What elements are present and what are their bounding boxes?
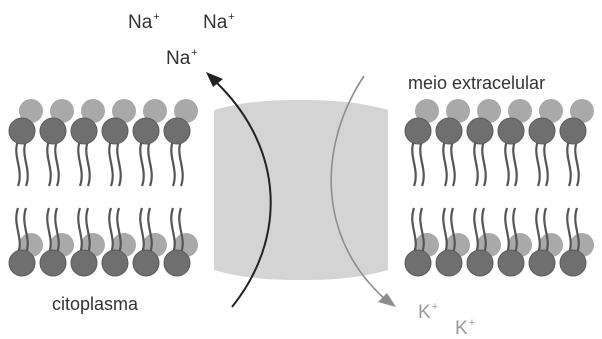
right-tail-top-3-1 — [513, 141, 516, 186]
right-head-top-2 — [467, 118, 493, 144]
left-tail-top-0-0 — [16, 141, 19, 186]
left-head-bottom-4 — [133, 250, 159, 276]
right-head-top-5 — [560, 118, 586, 144]
left-tail-bottom-4-0 — [140, 208, 143, 253]
right-head-top-4 — [529, 118, 555, 144]
potassium-ion-2: K+ — [455, 318, 475, 338]
left-tail-bottom-2-0 — [78, 208, 81, 253]
left-head-top-2 — [71, 118, 97, 144]
right-tail-top-4-0 — [536, 141, 539, 186]
right-head-bottom-4 — [529, 250, 555, 276]
right-tail-bottom-4-0 — [536, 208, 539, 253]
extracellular-label: meio extracelular — [408, 74, 545, 92]
right-tail-top-0-0 — [412, 141, 415, 186]
right-head-top-3 — [498, 118, 524, 144]
right-head-bottom-5 — [560, 250, 586, 276]
lipid-bilayer-right — [405, 99, 594, 276]
lipid-bilayer-left — [9, 99, 198, 276]
left-head-bottom-2 — [71, 250, 97, 276]
sodium-ion-1: Na+ — [128, 12, 160, 32]
right-tail-top-5-1 — [575, 141, 578, 186]
sodium-ion-3: Na+ — [166, 48, 198, 68]
right-tail-bottom-2-0 — [474, 208, 477, 253]
left-head-top-4 — [133, 118, 159, 144]
right-tail-top-1-0 — [443, 141, 446, 186]
sodium-ion-2: Na+ — [203, 12, 235, 32]
left-head-bottom-0 — [9, 250, 35, 276]
right-tail-top-0-1 — [420, 141, 423, 186]
transport-protein — [214, 100, 388, 280]
left-tail-bottom-1-0 — [47, 208, 50, 253]
left-head-bottom-3 — [102, 250, 128, 276]
right-head-bottom-1 — [436, 250, 462, 276]
right-head-top-0 — [405, 118, 431, 144]
right-tail-top-3-0 — [505, 141, 508, 186]
right-tail-top-4-1 — [544, 141, 547, 186]
left-tail-top-2-1 — [86, 141, 89, 186]
potassium-ion-1: K+ — [418, 302, 438, 322]
cytoplasm-label: citoplasma — [52, 295, 138, 313]
left-tail-bottom-0-0 — [16, 208, 19, 253]
right-tail-bottom-1-0 — [443, 208, 446, 253]
left-tail-top-4-1 — [148, 141, 151, 186]
left-tail-top-5-1 — [179, 141, 182, 186]
sodium-efflux-arrowhead — [206, 72, 223, 87]
left-tail-bottom-3-0 — [109, 208, 112, 253]
left-head-top-0 — [9, 118, 35, 144]
right-head-bottom-2 — [467, 250, 493, 276]
left-tail-top-4-0 — [140, 141, 143, 186]
right-head-bottom-3 — [498, 250, 524, 276]
left-tail-top-0-1 — [24, 141, 27, 186]
left-tail-top-3-1 — [117, 141, 120, 186]
left-tail-bottom-5-0 — [171, 208, 174, 253]
right-tail-bottom-0-0 — [412, 208, 415, 253]
left-tail-top-2-0 — [78, 141, 81, 186]
left-head-top-5 — [164, 118, 190, 144]
left-tail-top-5-0 — [171, 141, 174, 186]
right-tail-top-2-0 — [474, 141, 477, 186]
right-head-bottom-0 — [405, 250, 431, 276]
right-tail-bottom-5-0 — [567, 208, 570, 253]
right-tail-top-1-1 — [451, 141, 454, 186]
right-tail-bottom-3-0 — [505, 208, 508, 253]
left-tail-top-3-0 — [109, 141, 112, 186]
left-tail-top-1-0 — [47, 141, 50, 186]
left-head-top-1 — [40, 118, 66, 144]
right-head-top-1 — [436, 118, 462, 144]
left-head-bottom-5 — [164, 250, 190, 276]
right-tail-top-5-0 — [567, 141, 570, 186]
left-head-top-3 — [102, 118, 128, 144]
left-head-bottom-1 — [40, 250, 66, 276]
right-tail-top-2-1 — [482, 141, 485, 186]
left-tail-top-1-1 — [55, 141, 58, 186]
